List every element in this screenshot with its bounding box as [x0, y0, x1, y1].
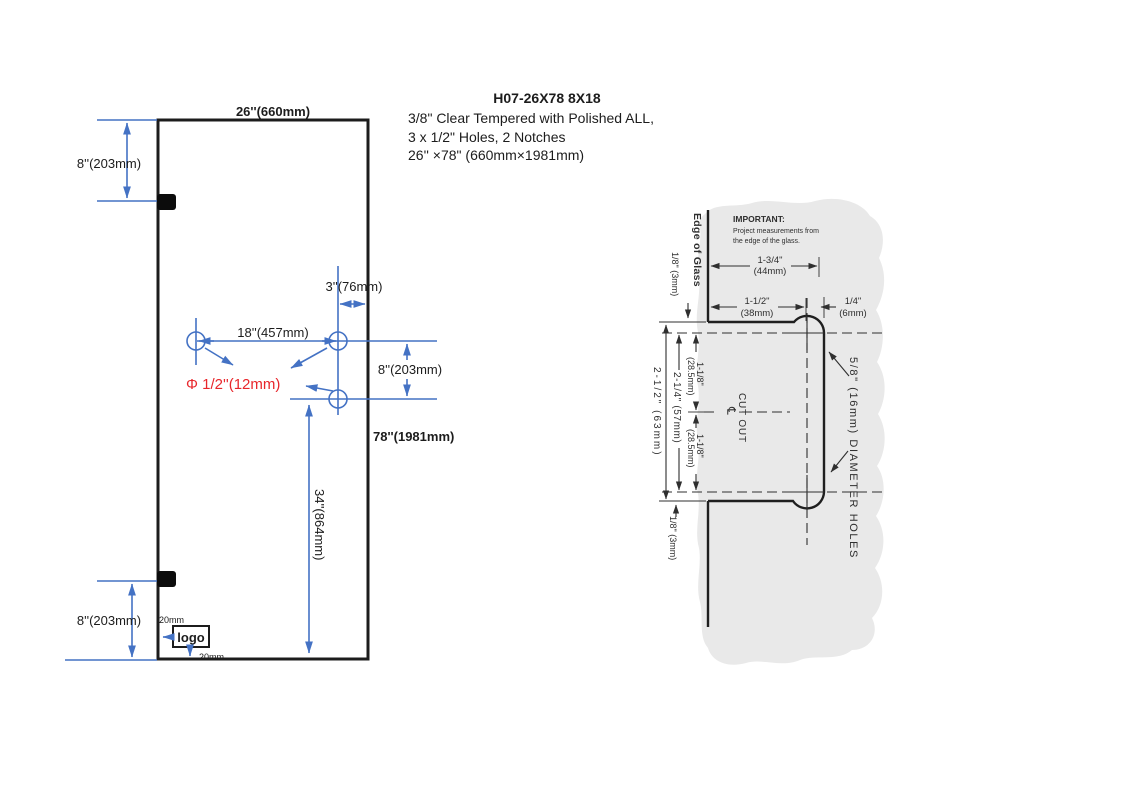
- logo-label: logo: [177, 630, 204, 645]
- hole-span-dim-label: 18''(457mm): [237, 325, 308, 340]
- dim-half-top-mm-label: (28.5mm): [686, 357, 696, 396]
- hole-to-bottom-dim-label: 34''(864mm): [312, 489, 327, 560]
- logo-side-offset-label: 20mm: [159, 615, 184, 625]
- spec-line-3: 26'' ×78" (660mm×1981mm): [408, 147, 584, 163]
- hole-vertical-dim-label: 8''(203mm): [378, 362, 442, 377]
- edge-of-glass-label: Edge of Glass: [691, 213, 703, 287]
- door-elevation-drawing: 26''(660mm) 78''(1981mm) 8''(203mm) 8''(…: [65, 104, 454, 662]
- dim-38-mm-label: (38mm): [741, 308, 774, 319]
- important-note-line1: Project measurements from: [733, 228, 819, 235]
- dim-6-mm-label: (6mm): [839, 308, 866, 319]
- holes-note-label: 5/8" (16mm) DIAMETER HOLES: [847, 357, 859, 559]
- bottom-notch: [157, 571, 176, 587]
- title-block: H07-26X78 8X18 3/8" Clear Tempered with …: [408, 90, 654, 163]
- hole-edge-dim-label: 3''(76mm): [326, 279, 383, 294]
- cutout-label: CUT OUT: [736, 393, 747, 443]
- important-note-title: IMPORTANT:: [733, 214, 785, 224]
- door-height-dim: 78''(1981mm): [373, 429, 454, 444]
- dim-57-label: 2-1/4" (57mm): [671, 372, 682, 443]
- logo-bottom-offset-label: 20mm: [199, 652, 224, 662]
- top-notch-dim-label: 8''(203mm): [77, 156, 141, 171]
- important-note-line2: the edge of the glass.: [733, 238, 800, 245]
- spec-line-1: 3/8" Clear Tempered with Polished ALL,: [408, 110, 654, 126]
- dim-63-label: 2-1/2" (63mm): [651, 367, 662, 457]
- diameter-leader-middle: [290, 347, 328, 369]
- bottom-hole-crosshair: [790, 475, 824, 509]
- dim-38-label: 1-1/2": [744, 296, 769, 307]
- dim-half-bottom-label: 1-1/8": [695, 434, 705, 458]
- holes-note-leader-bottom: [830, 450, 849, 473]
- dim-3-bottom-label: 1/8" (3mm): [668, 516, 678, 560]
- dim-44-mm-label: (44mm): [754, 266, 787, 277]
- bottom-notch-dim-label: 8''(203mm): [77, 613, 141, 628]
- spec-line-2: 3 x 1/2" Holes, 2 Notches: [408, 129, 566, 145]
- cutout-outline: [708, 314, 826, 510]
- door-width-dim: 26''(660mm): [236, 104, 310, 119]
- dim-half-top-label: 1-1/8": [695, 362, 705, 386]
- centerline-symbol: ℄: [724, 406, 738, 416]
- top-notch: [157, 194, 176, 210]
- glass-background-blob: [696, 198, 885, 665]
- dim-half-bottom-labels: 1-1/8" (28.5mm): [686, 429, 705, 468]
- glass-door-outline: [156, 118, 370, 661]
- dim-3-top-label: 1/8" (3mm): [670, 252, 680, 296]
- dim-44-label: 1-3/4": [757, 255, 782, 266]
- model-number: H07-26X78 8X18: [493, 90, 601, 106]
- top-hole-crosshair: [790, 316, 824, 350]
- dim-half-top-labels: 1-1/8" (28.5mm): [686, 357, 705, 396]
- diameter-leader-right: [305, 384, 334, 392]
- dim-half-bottom-mm-label: (28.5mm): [686, 429, 696, 468]
- diameter-leader-left: [204, 347, 234, 366]
- dim-6-label: 1/4": [845, 296, 862, 307]
- holes-note-leader-top: [828, 351, 850, 377]
- notch-detail-drawing: Edge of Glass IMPORTANT: Project measure…: [651, 198, 885, 665]
- hole-diameter-label: Φ 1/2''(12mm): [186, 376, 280, 393]
